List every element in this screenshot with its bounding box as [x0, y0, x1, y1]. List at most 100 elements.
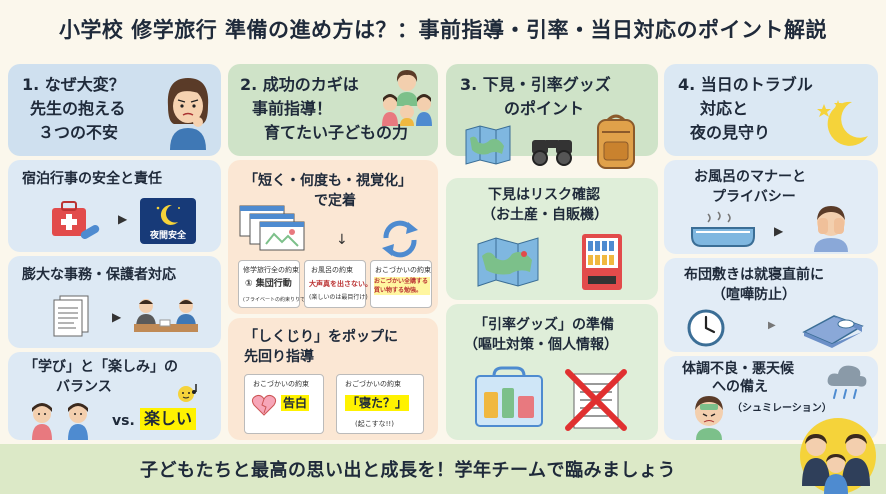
bathtub-icon: [691, 211, 755, 247]
footer-text: 子どもたちと最高の思い出と成長を！学年チームで臨みましょう: [140, 460, 676, 481]
rule-note-group-sub: (フライベートの約束りりでない): [243, 297, 317, 303]
col1-card2-label: 膨大な事務・保護者対応: [22, 267, 176, 283]
col4-arrow1: ▶: [774, 224, 784, 238]
rule-note-money-main: おこづかい全購する質い物する勉強。: [374, 277, 430, 295]
versus-text: vs.: [112, 413, 135, 429]
mistake-note-sleep-sub: (起こすな!!): [355, 420, 394, 428]
mistake-note-sleep-main: 「寝た？」: [345, 395, 410, 411]
col3-card2-line1: 「引率グッズ」の準備: [474, 317, 614, 333]
vending-machine-icon: [582, 234, 622, 290]
rule-note-group-main: ① 集団行動: [245, 279, 292, 289]
rain-cloud-icon: [827, 365, 867, 399]
col3-card-goods: 「引率グッズ」の準備 （嘔吐対策・個人情報）: [446, 304, 658, 440]
col2-card2-line2: 先回り指導: [244, 349, 314, 365]
col3-header-line1: 3. 下見・引率グッズ: [460, 75, 611, 94]
col2-card1-line2: で定着: [314, 193, 356, 209]
heart-icon: [251, 394, 277, 416]
col4-card1-line1: お風呂のマナーと: [694, 169, 806, 185]
col2-header-line3: 育てたい子どもの力: [264, 123, 409, 142]
rule-note-money-title: おこづかいの約束: [375, 266, 431, 274]
mistake-note-confession-main: 告白: [281, 395, 310, 411]
rule-note-group: 修学旅行全の約束 ① 集団行動 (フライベートの約束りりでない): [238, 260, 317, 308]
col2-header: 2. 成功のカギは 事前指導！ 育てたい子どもの力: [228, 64, 438, 156]
col3-card-goods-visual: [446, 110, 658, 174]
col4-card3-line2: への備え: [712, 379, 768, 395]
footer-banner: 子どもたちと最高の思い出と成長を！学年チームで臨みましょう: [0, 444, 886, 494]
col2-card-mistakes: 「しくじり」をポップに 先回り指導 おこづかいの約束 告白 おごづかいの約束 「…: [228, 318, 438, 440]
night-safety-badge: 夜間安全: [140, 198, 196, 244]
futon-icon: [802, 315, 864, 348]
col2-card2-line1: 「しくじり」をポップに: [244, 329, 398, 345]
col1-card3-line2: バランス: [56, 379, 112, 395]
meeting-icon: [134, 299, 198, 332]
col3-card1-line2: （お土産・自販機）: [482, 207, 608, 223]
col3-card2-line2: （嘔吐対策・個人情報）: [464, 337, 618, 353]
slides-icon: [239, 205, 305, 251]
col4-arrow2: ▶: [768, 320, 776, 331]
col4-card-bath: お風呂のマナーと プライバシー ▶: [664, 160, 878, 254]
music-note-icon: [178, 384, 197, 402]
col1-card-safety: 宿泊行事の安全と責任 ▶ 夜間安全: [8, 160, 221, 252]
col1-arrow2: ▶: [112, 310, 122, 324]
col2-header-line2: 事前指導！: [252, 99, 333, 118]
backpack-icon: [597, 114, 635, 169]
moon-stars-icon: [817, 100, 868, 146]
col3-card-inspection: 下見はリスク確認 （お土産・自販機）: [446, 178, 658, 300]
binoculars-icon: [532, 140, 572, 166]
rule-note-bath-title: お風呂の約束: [311, 266, 353, 274]
col1-header-line1: 1. なぜ大変？: [22, 75, 125, 94]
col1-card-admin: 膨大な事務・保護者対応 ▶: [8, 256, 221, 348]
teacher-with-kids-icon: [382, 70, 432, 126]
col4-header-line3: 夜の見守り: [690, 123, 771, 142]
students-icon: [32, 403, 88, 440]
col1-header: 1. なぜ大変？ 先生の抱える ３つの不安: [8, 64, 221, 156]
col1-card3-line1: 「学び」と「楽しみ」の: [24, 359, 178, 375]
col3-card1-line1: 下見はリスク確認: [488, 187, 600, 203]
col4-header-line2: 対応と: [700, 99, 749, 118]
rule-note-bath-sub: (楽しいのは最目行け): [309, 294, 368, 301]
teacher-team-icon: [800, 418, 876, 494]
embarrassed-child-icon: [814, 206, 848, 252]
col4-card-futon: 布団敷きは就寝直前に （喧嘩防止） ▶: [664, 258, 878, 352]
mistake-note-confession: おこづかいの約束 告白: [244, 374, 324, 434]
mistake-note-sleep: おごづかいの約束 「寝た？」 (起こすな!!): [336, 374, 424, 434]
col1-header-line2: 先生の抱える: [30, 99, 126, 118]
col2-card1-line1: 「短く・何度も・視覚化」: [244, 173, 412, 189]
col4-card2-line1: 布団敷きは就寝直前に: [684, 267, 824, 283]
worried-teacher-icon: [167, 78, 209, 150]
paper-stack-icon: [53, 295, 89, 337]
col1-header-line3: ３つの不安: [38, 123, 119, 142]
folded-map-icon: [477, 237, 539, 287]
no-document-icon: [565, 369, 627, 431]
rule-note-group-title: 修学旅行全の約束: [243, 266, 299, 274]
page-title: 小学校 修学旅行 準備の進め方は？：事前指導・引率・当日対応のポイント解説: [58, 18, 828, 42]
refresh-icon: [382, 220, 418, 258]
moon-icon: [156, 204, 180, 225]
mistake-note-sleep-title: おごづかいの約束: [345, 380, 401, 388]
col3-header-line2: のポイント: [504, 99, 585, 118]
rule-note-money: おこづかいの約束 おこづかい全購する質い物する勉強。: [370, 260, 432, 308]
col4-card1-line2: プライバシー: [712, 189, 796, 205]
night-safety-badge-text: 夜間安全: [149, 231, 186, 241]
col4-header-line1: 4. 当日のトラブル: [678, 75, 813, 94]
mistake-note-confession-title: おこづかいの約束: [253, 380, 309, 388]
col1-card-balance: 「学び」と「楽しみ」の バランス vs. 楽しい: [8, 352, 221, 440]
col4-header: 4. 当日のトラブル 対応と 夜の見守り: [664, 64, 878, 156]
col1-arrow1: ▶: [118, 212, 128, 226]
col4-card2-line2: （喧嘩防止）: [712, 287, 796, 303]
col2-arrow-down: ↓: [336, 232, 348, 248]
col4-card3-line3: （シュミレーション）: [732, 403, 832, 414]
rule-note-bath-main: 大声真を出さない。: [309, 280, 372, 288]
fun-highlight: 楽しい: [140, 408, 197, 430]
clock-icon: [687, 309, 725, 347]
map-icon: [465, 125, 511, 165]
first-aid-kit-icon: [52, 201, 100, 239]
col2-card-visual: 「短く・何度も・視覚化」 で定着 ↓ 修学旅行全の約束 ① 集団行動 (フライベ…: [228, 160, 438, 314]
col2-header-line1: 2. 成功のカギは: [240, 75, 359, 94]
rule-note-bath: お風呂の約束 大声真を出さない。 (楽しいのは最目行け): [304, 260, 372, 308]
clear-bag-icon: [475, 366, 543, 427]
sick-child-icon: [695, 396, 723, 440]
col4-card3-line1: 体調不良・悪天候: [682, 361, 794, 377]
col1-card1-label: 宿泊行事の安全と責任: [22, 171, 162, 187]
col4-card-illness: 体調不良・悪天候 への備え （シュミレーション）: [664, 356, 878, 440]
